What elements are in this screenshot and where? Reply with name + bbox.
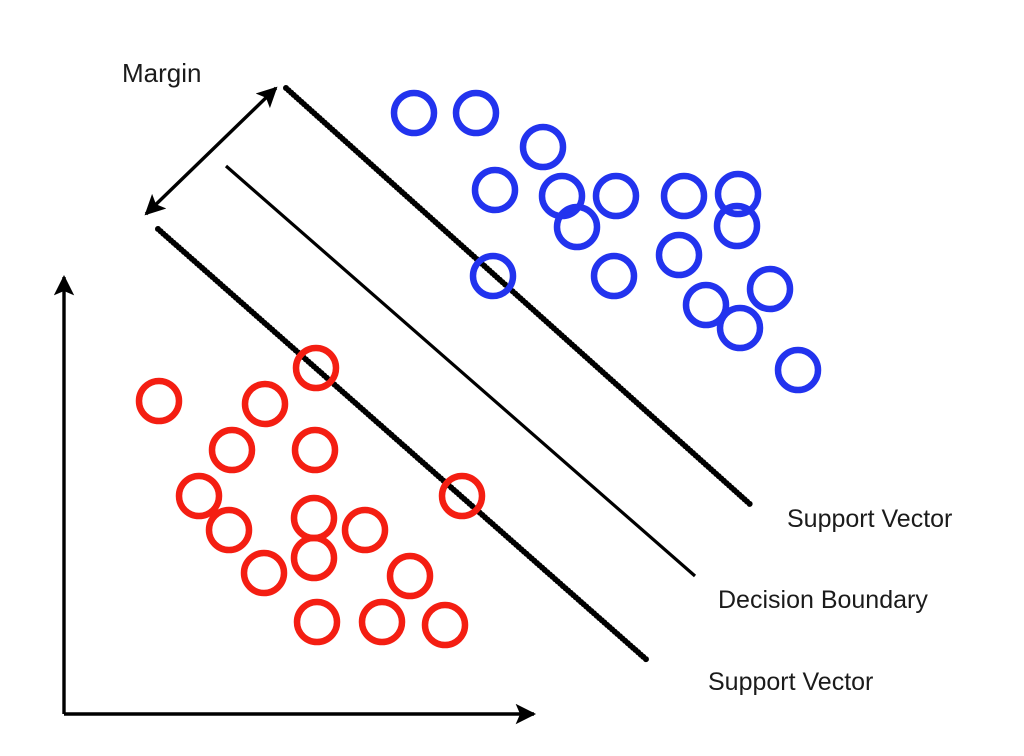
data-point — [205, 506, 253, 554]
data-point — [175, 472, 223, 520]
data-point — [240, 549, 288, 597]
data-point — [241, 380, 289, 428]
data-point — [293, 598, 341, 646]
data-point — [341, 506, 389, 554]
data-point — [746, 265, 794, 313]
series-class-a — [390, 89, 822, 394]
data-point — [290, 494, 338, 542]
label-support-vector-upper: Support Vector — [787, 505, 952, 533]
data-point — [452, 89, 500, 137]
support-vector-lower — [155, 226, 651, 664]
data-point — [421, 601, 469, 649]
data-point — [519, 123, 567, 171]
data-point — [358, 598, 406, 646]
data-point — [655, 231, 703, 279]
data-point — [714, 170, 762, 218]
data-point — [390, 89, 438, 137]
data-point — [553, 203, 601, 251]
data-points — [135, 89, 822, 649]
data-point — [291, 426, 339, 474]
data-point — [386, 552, 434, 600]
data-point — [774, 346, 822, 394]
data-point — [682, 281, 730, 329]
boundary-lines — [144, 85, 755, 664]
data-point — [290, 534, 338, 582]
data-point — [716, 304, 764, 352]
data-point — [292, 344, 340, 392]
data-point — [135, 377, 183, 425]
series-class-b — [135, 344, 486, 649]
label-support-vector-lower: Support Vector — [708, 668, 873, 696]
support-vector-point — [438, 472, 486, 520]
data-point — [590, 252, 638, 300]
decision-boundary — [224, 164, 697, 578]
margin-arrow — [144, 86, 278, 216]
label-decision-boundary: Decision Boundary — [718, 586, 928, 614]
support-vector-upper — [283, 85, 755, 509]
data-point — [471, 166, 519, 214]
data-point — [592, 172, 640, 220]
data-point — [713, 202, 761, 250]
axes — [53, 274, 537, 725]
data-point — [208, 426, 256, 474]
label-margin: Margin — [122, 58, 201, 88]
support-vector-point — [469, 252, 517, 300]
data-point — [660, 172, 708, 220]
